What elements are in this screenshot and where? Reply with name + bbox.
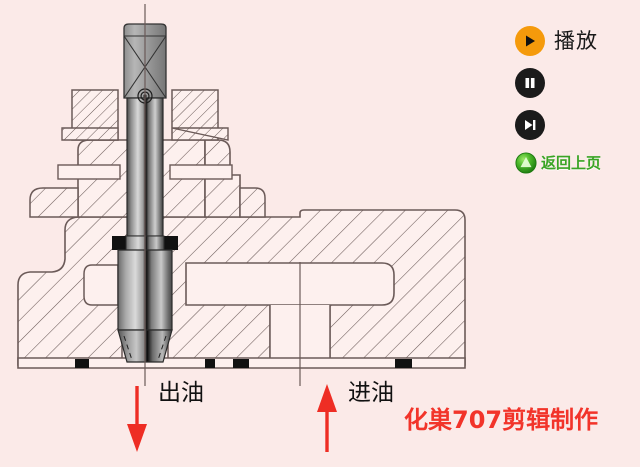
packing-flange-left xyxy=(57,164,121,180)
pause-button[interactable] xyxy=(515,68,545,98)
next-track-icon xyxy=(525,120,536,130)
back-control-row[interactable]: 返回上页 xyxy=(515,150,640,176)
flow-arrow-outlet xyxy=(127,386,147,452)
packing-flange-right xyxy=(169,164,233,180)
inlet-flow-label: 进油 xyxy=(348,380,394,406)
inlet-port-duct xyxy=(185,262,395,306)
play-control-row[interactable]: 播放 xyxy=(515,22,640,60)
pause-icon xyxy=(525,78,535,88)
needle-cone-hidden-edges xyxy=(123,335,167,361)
next-control-row[interactable] xyxy=(515,106,640,144)
shoulder-right xyxy=(239,187,266,218)
base-gaskets xyxy=(75,359,412,368)
play-icon xyxy=(526,35,535,47)
packing-seal-left xyxy=(112,236,126,250)
back-up-icon[interactable] xyxy=(515,152,537,174)
flow-arrow-inlet xyxy=(317,384,337,452)
play-button[interactable] xyxy=(515,26,545,56)
shoulder-left xyxy=(29,187,79,218)
media-controls: 播放 返回上页 xyxy=(515,22,640,176)
play-button-label: 播放 xyxy=(554,28,598,53)
outlet-flow-label: 出油 xyxy=(158,380,204,406)
back-button-label[interactable]: 返回上页 xyxy=(541,153,602,172)
packing-seal-right xyxy=(164,236,178,250)
next-button[interactable] xyxy=(515,110,545,140)
gland-collar-right xyxy=(171,127,229,141)
inlet-passage-walls-2 xyxy=(269,305,331,358)
outlet-chamber xyxy=(83,264,119,306)
pause-control-row[interactable] xyxy=(515,64,640,102)
axis-lines xyxy=(144,4,301,386)
watermark-credit: 化巣707剪辑制作 xyxy=(404,406,599,434)
gland-collar-left xyxy=(61,127,119,141)
